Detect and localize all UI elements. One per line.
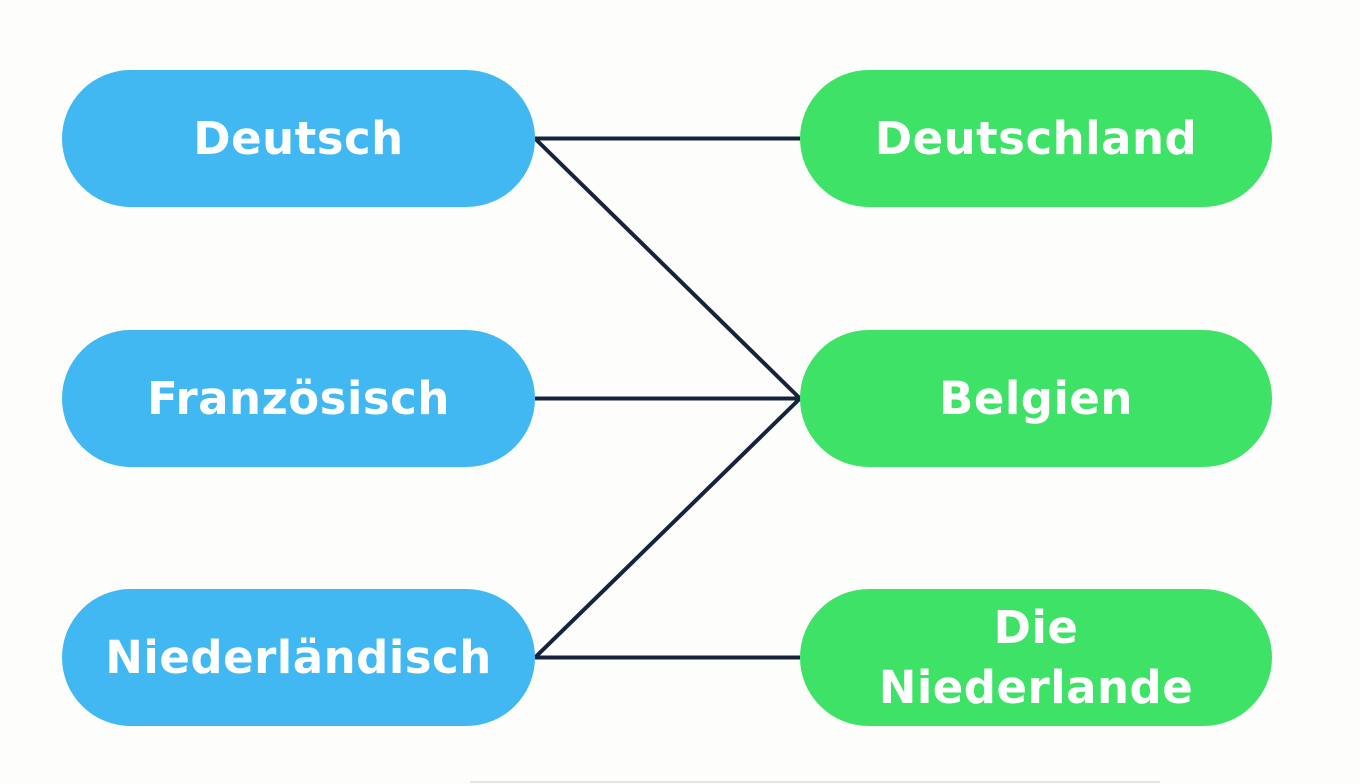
language-pill-niederlaendisch[interactable]: Niederländisch (62, 589, 535, 726)
country-pill-deutschland[interactable]: Deutschland (800, 70, 1272, 207)
country-pill-label: Deutschland (874, 111, 1198, 165)
connector-deutsch-belgien (533, 137, 802, 400)
bottom-divider-line (470, 781, 1160, 783)
language-pill-franzoesisch[interactable]: Französisch (62, 330, 535, 467)
country-pill-belgien[interactable]: Belgien (800, 330, 1272, 467)
country-pill-die-niederlande[interactable]: Die Niederlande (800, 589, 1272, 726)
country-pill-label: Die Niederlande (878, 601, 1194, 714)
language-pill-label: Niederländisch (105, 630, 492, 684)
country-pill-label: Belgien (939, 371, 1133, 425)
language-pill-label: Deutsch (193, 111, 404, 165)
connector-niederlaendisch-belgien (533, 397, 802, 659)
language-pill-label: Französisch (147, 371, 450, 425)
language-pill-deutsch[interactable]: Deutsch (62, 70, 535, 207)
